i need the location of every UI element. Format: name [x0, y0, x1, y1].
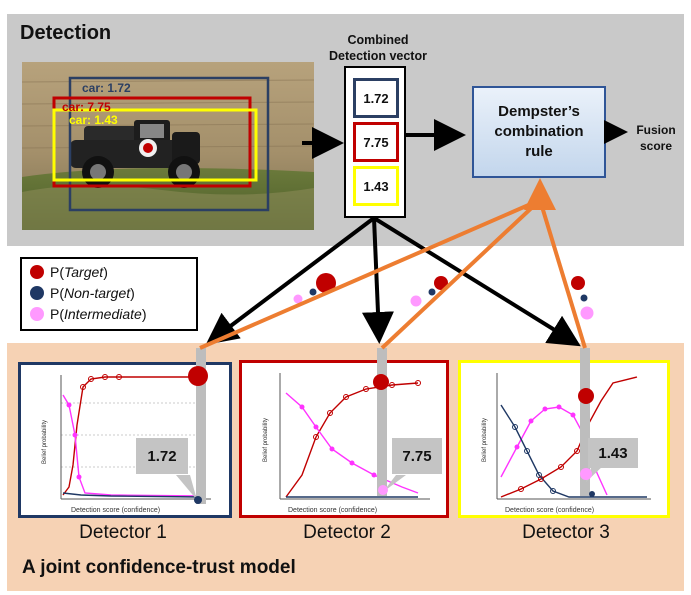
legend-suffix: ) [130, 285, 135, 301]
detector-1-nontarget-dot [194, 496, 202, 504]
detector-1-plot: Belief probability Detection score (conf… [42, 374, 211, 514]
bbox-label-1: car: 1.72 [82, 81, 131, 95]
combined-vector-title-line1: Combined [347, 33, 409, 47]
legend-suffix: ) [141, 306, 147, 322]
legend-suffix: ) [103, 264, 108, 280]
detector-2-panel: Belief probability Detection score (conf… [239, 360, 449, 518]
detector-2-intermediate-dot [378, 485, 388, 495]
combined-vector-title-line2: Detection vector [329, 49, 427, 63]
detector-1-label: Detector 1 [79, 522, 167, 543]
detector-3-score-callout: 1.43 [588, 438, 638, 468]
combined-vector-box: 1.72 7.75 1.43 [344, 66, 406, 218]
legend-prefix: P( [50, 306, 64, 322]
vector-item-3: 1.43 [353, 166, 399, 206]
intermediate-dot-icon [30, 307, 44, 321]
detector-2-target-dot [373, 374, 389, 390]
target-dot-icon [30, 265, 44, 279]
detector-2-ylabel: Belief probability [263, 418, 269, 462]
vector-item-2: 7.75 [353, 122, 399, 162]
combined-vector-title: Combined Detection vector [318, 32, 438, 64]
detector-3-intermediate-dot [580, 468, 592, 480]
legend-label-intermediate: Intermediate [64, 306, 142, 322]
fusion-score-label: Fusion score [626, 122, 686, 154]
detection-title: Detection [20, 22, 112, 44]
vector-to-detector-3-arrow [372, 216, 581, 347]
car-photo: car: 1.72 car: 7.75 car: 1.43 [22, 62, 314, 230]
detector-3-nontarget-dot [589, 491, 595, 497]
vector-item-1: 1.72 [353, 78, 399, 118]
detector-2-to-dempster-arrow [380, 198, 542, 350]
legend-item-intermediate: P(Intermediate) [30, 304, 147, 324]
detector-1-score-bar [196, 348, 206, 504]
fusion-line1: Fusion [636, 123, 676, 137]
vector-to-detector-1-arrow [205, 216, 376, 345]
detector-1-score-callout: 1.72 [136, 438, 188, 474]
detector-3-ylabel: Belief probability [482, 418, 488, 462]
detector-2-label: Detector 2 [303, 522, 391, 543]
detector-1-to-dempster-arrow [199, 198, 541, 350]
legend-prefix: P( [50, 264, 64, 280]
fusion-line2: score [639, 139, 673, 153]
detector-1-target-dot [188, 366, 208, 386]
legend-prefix: P( [50, 285, 64, 301]
detector-3-to-dempster-arrow [538, 199, 587, 349]
non-target-dot-icon [30, 286, 44, 300]
dempster-line2: combination [494, 123, 584, 140]
legend-item-target: P(Target) [30, 262, 108, 282]
legend: P(Target) P(Non-target) P(Intermediate) [20, 257, 198, 331]
dempster-line1: Dempster’s [498, 103, 580, 120]
detector-2-plot: Belief probability Detection score (conf… [263, 373, 430, 514]
model-title: A joint confidence-trust model [22, 557, 296, 578]
detection-image: car: 1.72 car: 7.75 car: 1.43 [22, 62, 314, 230]
detector-2-score-bar [377, 348, 387, 496]
dempster-line3: rule [525, 143, 553, 160]
bbox-label-3: car: 1.43 [69, 113, 118, 127]
detector-3-label: Detector 3 [522, 522, 610, 543]
detector-3-score-bar [580, 348, 590, 496]
legend-item-non-target: P(Non-target) [30, 283, 135, 303]
detector-2-score-callout: 7.75 [392, 438, 442, 474]
legend-label-non-target: Non-target [64, 285, 131, 301]
bbox-label-2: car: 7.75 [62, 100, 111, 114]
detector-1-ylabel: Belief probability [42, 420, 48, 464]
vector-to-detector-2-arrow [361, 217, 394, 344]
detector-3-target-dot [578, 388, 594, 404]
legend-label-target: Target [64, 264, 104, 280]
detector-3-xlabel: Detection score (confidence) [505, 507, 594, 514]
detector-1-xlabel: Detection score (confidence) [71, 507, 160, 514]
car-shape [70, 120, 200, 188]
detector-2-xlabel: Detection score (confidence) [288, 507, 377, 514]
